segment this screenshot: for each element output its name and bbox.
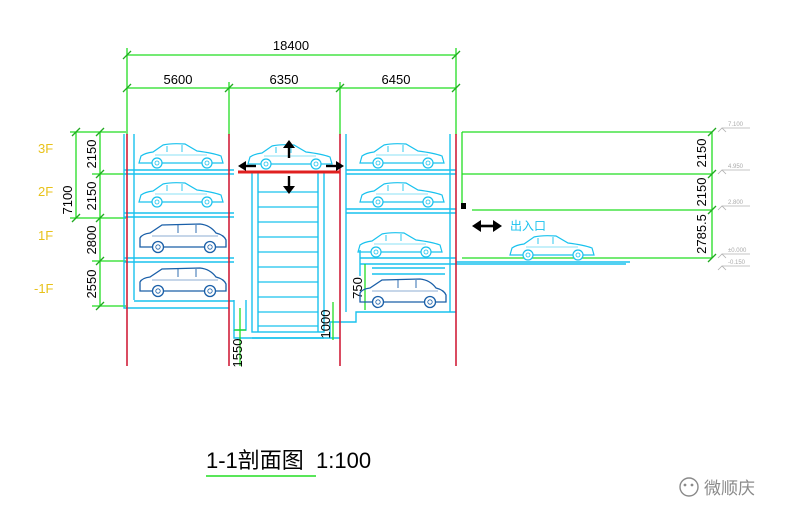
elevator-rungs xyxy=(258,191,318,327)
watermark: 微顺庆 xyxy=(679,477,755,498)
right-level-3f-height: 2150 xyxy=(694,139,709,168)
watermark-text: 微顺庆 xyxy=(704,479,755,498)
car-right-3f xyxy=(359,143,445,169)
floor-label-b1: -1F xyxy=(34,281,54,296)
left-level-b1-height: 2550 xyxy=(84,270,99,299)
entry-label: 出入口 xyxy=(510,219,546,233)
bay-1-width-label: 5600 xyxy=(164,72,193,87)
right-level-1f-height: 2785.5 xyxy=(694,214,709,254)
wechat-icon xyxy=(679,477,699,497)
bay-3-width-label: 6450 xyxy=(382,72,411,87)
car-right-2f xyxy=(359,182,445,208)
car-left-b1 xyxy=(139,267,227,298)
column-grid-lines xyxy=(126,134,457,366)
left-level-2f-height: 2150 xyxy=(84,182,99,211)
floor-label-3f: 3F xyxy=(38,141,53,156)
elevation-2f: 4.950 xyxy=(728,164,744,170)
elevation-ground: ±0.000 xyxy=(728,248,747,254)
right-level-2f-height: 2150 xyxy=(694,178,709,207)
top-dimensions xyxy=(122,48,461,135)
left-level-3f-height: 2150 xyxy=(84,140,99,169)
overall-width-label: 18400 xyxy=(273,38,309,53)
drawing-title: 1-1剖面图 1:100 xyxy=(206,448,371,473)
elevation-markers xyxy=(717,127,750,271)
elevation-1f: 2.800 xyxy=(728,200,744,206)
left-total-height-label: 7100 xyxy=(60,186,75,215)
pit-left-depth: 1550 xyxy=(230,339,245,368)
pit-center-depth: 1000 xyxy=(318,310,333,339)
elevation-ramp: -0.150 xyxy=(728,260,746,266)
level-marker xyxy=(461,203,466,209)
bay-2-width-label: 6350 xyxy=(270,72,299,87)
floor-label-2f: 2F xyxy=(38,184,53,199)
level-lines xyxy=(461,127,717,263)
car-entrance xyxy=(509,235,595,261)
car-left-2f xyxy=(138,182,224,208)
car-right-b1 xyxy=(359,278,447,309)
elevation-3f: 7.100 xyxy=(728,122,744,128)
pit-right-depth: 750 xyxy=(350,277,365,299)
lift-movement-arrows xyxy=(238,140,344,194)
left-level-1f-height: 2800 xyxy=(84,226,99,255)
car-left-3f xyxy=(138,143,224,169)
entry-direction-arrow xyxy=(472,220,502,232)
car-left-1f xyxy=(139,223,227,254)
floor-label-1f: 1F xyxy=(38,228,53,243)
car-right-1f xyxy=(357,232,443,258)
left-dimensions xyxy=(70,127,126,311)
